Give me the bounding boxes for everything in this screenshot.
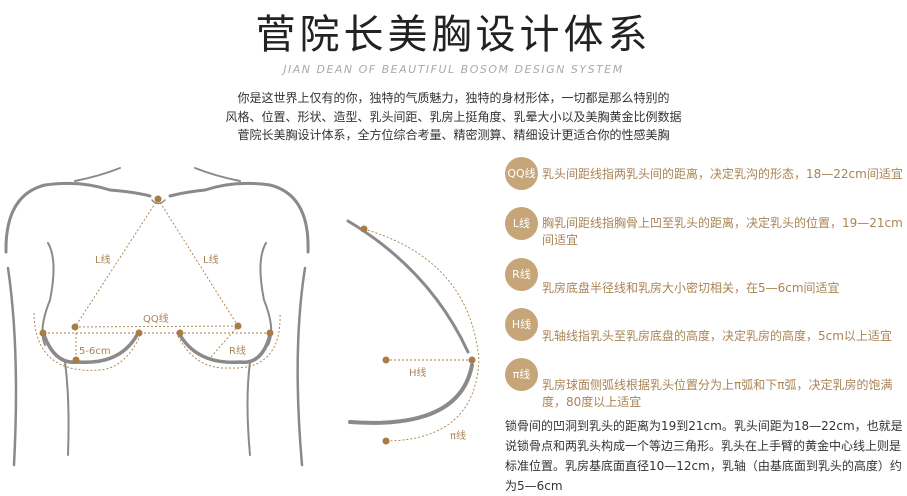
- intro-line: 风格、位置、形状、造型、乳头间距、乳房上挺角度、乳晕大小以及美胸黄金比例数据: [225, 109, 682, 124]
- item-text: 乳轴线指乳头至乳房底盘的高度，决定乳房的高度，5cm以上适宜: [542, 329, 892, 343]
- label-h: H线: [409, 366, 427, 379]
- body-outline: [4, 167, 474, 467]
- label-r: R线: [229, 344, 246, 357]
- label-pi: π线: [450, 429, 466, 442]
- badge-h: H线: [505, 308, 538, 341]
- intro-text: 你是这世界上仅有的你，独特的气质魅力，独特的身材形体，一切都是那么特别的 风格、…: [0, 89, 907, 145]
- page-subtitle: JIAN DEAN OF BEAUTIFUL BOSOM DESIGN SYST…: [283, 63, 624, 76]
- item-text: 胸乳间距线指胸骨上凹至乳头的距离，决定乳头的位置，19—21cm间适宜: [542, 216, 903, 247]
- label-l-left: L线: [95, 253, 111, 266]
- badge-pi: π线: [505, 358, 538, 391]
- page-title: 菅院长美胸设计体系: [255, 12, 652, 58]
- summary-text: 锁骨间的凹洞到乳头的距离为19到21cm。乳头间距为18—22cm，也就是说锁骨…: [505, 419, 903, 493]
- measurement-lines: [33, 198, 480, 442]
- item-text: 乳房球面侧弧线根据乳头位置分为上π弧和下π弧，决定乳房的饱满度，80度以上适宜: [542, 378, 893, 409]
- intro-line: 你是这世界上仅有的你，独特的气质魅力，独特的身材形体，一切都是那么特别的: [237, 91, 670, 105]
- item-text: 乳头间距线指两乳头间的距离，决定乳沟的形态，18—22cm间适宜: [542, 167, 903, 181]
- label-5-6cm: 5-6cm: [79, 346, 111, 357]
- label-l-right: L线: [203, 253, 219, 266]
- measurement-points: [39, 195, 476, 445]
- badge-l: L线: [505, 207, 538, 240]
- label-qq: QQ线: [143, 312, 169, 325]
- badge-qq: QQ线: [505, 157, 538, 190]
- intro-line: 菅院长美胸设计体系，全方位综合考量、精密测算、精细设计更适合你的性感美胸: [237, 128, 670, 142]
- item-text: 乳房底盘半径线和乳房大小密切相关，在5—6cm间适宜: [542, 281, 840, 295]
- badge-r: R线: [505, 258, 538, 291]
